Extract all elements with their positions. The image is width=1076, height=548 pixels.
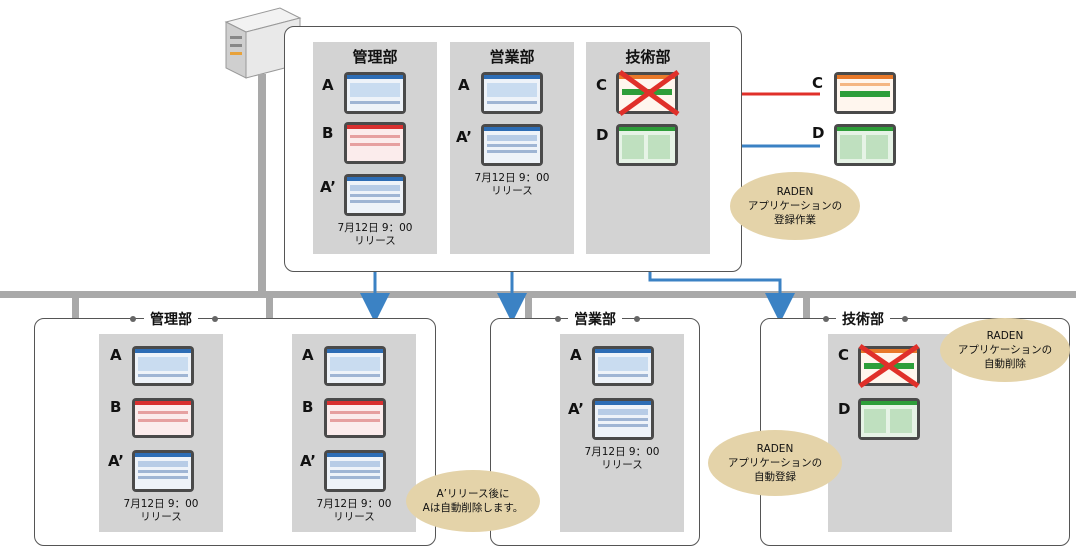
app-screen-b — [344, 122, 406, 164]
app-screen-a2 — [324, 450, 386, 492]
app-screen-b — [132, 398, 194, 438]
release-date: 7月12日 9：00 — [123, 498, 199, 510]
header-dot — [634, 316, 640, 322]
app-label: A’ — [108, 452, 124, 470]
release-date: 7月12日 9：00 — [474, 172, 550, 184]
app-screen-b — [324, 398, 386, 438]
app-label: A — [110, 346, 122, 364]
app-screen-d — [858, 398, 920, 440]
app-screen-a — [132, 346, 194, 386]
client-header-eigyo: 営業部 — [568, 309, 622, 329]
app-screen-d — [834, 124, 896, 166]
client-header-kanri: 管理部 — [144, 309, 198, 329]
header-dot — [902, 316, 908, 322]
app-screen-a — [481, 72, 543, 114]
app-label: A’ — [456, 128, 472, 146]
app-label: A’ — [300, 452, 316, 470]
header-dot — [130, 316, 136, 322]
release-text: リリース — [601, 459, 643, 471]
release-date: 7月12日 9：00 — [337, 222, 413, 234]
app-screen-a2 — [481, 124, 543, 166]
release-text: リリース — [491, 185, 533, 197]
app-label: B — [302, 398, 314, 416]
app-label: B — [110, 398, 122, 416]
release-text: リリース — [333, 511, 375, 523]
app-screen-a — [344, 72, 406, 114]
server-header-gijutsu: 技術部 — [625, 48, 671, 66]
delete-cross-icon — [618, 69, 680, 117]
header-dot — [212, 316, 218, 322]
delete-cross-icon — [858, 343, 920, 389]
app-screen-d — [616, 124, 678, 166]
app-label: D — [838, 400, 851, 418]
app-label: D — [812, 124, 825, 142]
app-label: D — [596, 126, 609, 144]
app-screen-a2 — [344, 174, 406, 216]
app-label: A — [458, 76, 470, 94]
app-screen-c — [834, 72, 896, 114]
release-text: リリース — [140, 511, 182, 523]
app-label: B — [322, 124, 334, 142]
release-date: 7月12日 9：00 — [584, 446, 660, 458]
server-header-kanri: 管理部 — [352, 48, 398, 66]
app-label: A’ — [320, 178, 336, 196]
release-date: 7月12日 9：00 — [316, 498, 392, 510]
header-dot — [555, 316, 561, 322]
app-screen-a2 — [132, 450, 194, 492]
app-screen-a2 — [592, 398, 654, 440]
app-label: A — [322, 76, 334, 94]
app-label: C — [596, 76, 608, 94]
app-label: C — [838, 346, 850, 364]
client-header-gijutsu: 技術部 — [836, 309, 890, 329]
app-screen-a — [592, 346, 654, 386]
app-label: A — [570, 346, 582, 364]
app-label: A — [302, 346, 314, 364]
release-text: リリース — [354, 235, 396, 247]
header-dot — [823, 316, 829, 322]
server-header-eigyo: 営業部 — [489, 48, 535, 66]
app-screen-a — [324, 346, 386, 386]
app-label: C — [812, 74, 824, 92]
app-label: A’ — [568, 400, 584, 418]
